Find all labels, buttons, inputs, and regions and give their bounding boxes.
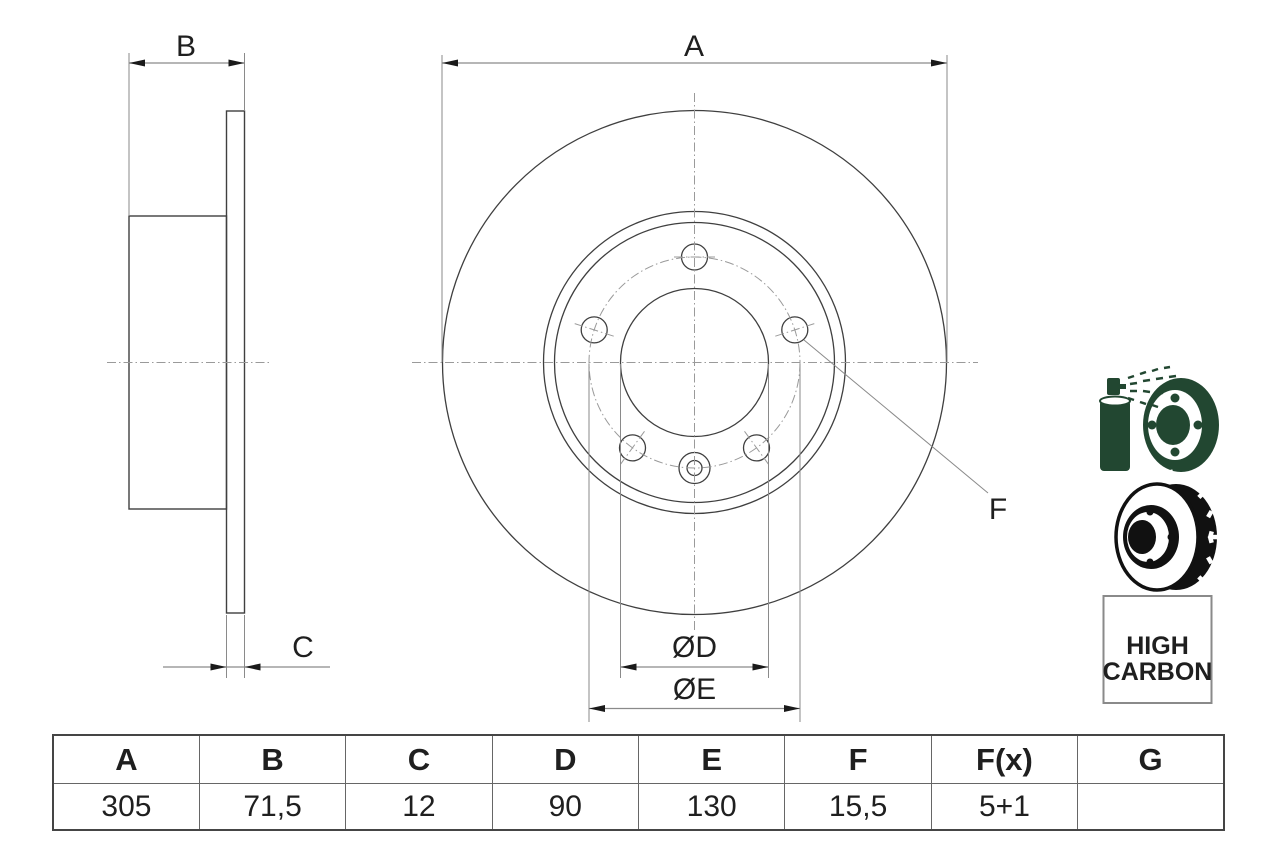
dim-f-label: F <box>989 493 1007 526</box>
spray-coated-disc-icon <box>1099 365 1219 472</box>
arrowhead <box>752 663 769 671</box>
dimension-d: ØD <box>620 364 769 678</box>
badge-line1: HIGH <box>1126 632 1189 660</box>
arrowhead <box>784 705 800 712</box>
spray-can-body <box>1100 400 1130 471</box>
dim-d-label: ØD <box>672 631 717 664</box>
vented-disc-icon <box>1114 469 1218 605</box>
bolt-hole-tick <box>744 431 770 465</box>
arrowhead <box>210 663 227 671</box>
table-header-b: B <box>198 734 347 784</box>
table-value-f: 15,5 <box>784 783 932 831</box>
arrowhead <box>228 59 245 67</box>
arrowhead <box>442 59 458 67</box>
table-header-g: G <box>1077 734 1225 784</box>
arrowhead <box>589 705 605 712</box>
table-value-a: 305 <box>52 783 200 831</box>
vented-bore <box>1128 520 1156 554</box>
vented-bolt-hole <box>1146 558 1154 566</box>
coated-disc-hole <box>1193 420 1203 430</box>
table-value-g <box>1077 783 1225 831</box>
bolt-hole-tick <box>574 323 614 337</box>
front-view-centerlines <box>412 93 978 630</box>
spray-can-nozzle <box>1120 384 1126 389</box>
bolt-hole-tick <box>619 431 645 465</box>
arrowhead <box>129 59 145 67</box>
table-header-a: A <box>52 734 200 784</box>
coated-disc-hub <box>1156 405 1190 445</box>
table-header-f: F <box>784 734 932 784</box>
dimension-e: ØE <box>588 364 801 722</box>
bolt-hole <box>618 434 647 462</box>
arrowhead <box>931 59 947 67</box>
bolt-hole-tick <box>775 323 815 337</box>
dimension-a: A <box>441 30 948 362</box>
badge-line2: CARBON <box>1103 658 1213 686</box>
high-carbon-badge: HIGH CARBON <box>1102 595 1213 704</box>
dimension-c: C <box>163 615 330 678</box>
table-value-fx: 5+1 <box>930 783 1079 831</box>
dimension-b: B <box>128 30 245 216</box>
table-value-b: 71,5 <box>198 783 347 831</box>
dim-a-label: A <box>684 30 704 63</box>
coated-disc-hole <box>1170 447 1180 457</box>
bolt-hole <box>580 316 608 344</box>
coated-disc-hole <box>1147 420 1157 430</box>
dim-c-label: C <box>292 631 314 664</box>
vented-bolt-hole <box>1167 533 1175 541</box>
dim-e-label: ØE <box>673 673 716 706</box>
spray-can-shoulder <box>1099 395 1131 407</box>
spray-mist <box>1127 365 1177 409</box>
table-value-e: 130 <box>637 783 786 831</box>
bolt-hole <box>742 434 771 462</box>
table-header-d: D <box>491 734 640 784</box>
spray-can-cap <box>1107 378 1120 395</box>
dimension-table: A B C D E F F(x) G 305 71,5 12 90 130 15… <box>52 734 1225 831</box>
vented-bolt-hole <box>1146 508 1154 516</box>
badge-frame <box>1102 595 1213 704</box>
table-header-fx: F(x) <box>930 734 1079 784</box>
arrowhead <box>620 663 637 671</box>
table-header-row: A B C D E F F(x) G <box>52 734 1225 784</box>
arrowhead <box>244 663 261 671</box>
dim-b-label: B <box>176 30 196 63</box>
table-value-d: 90 <box>491 783 640 831</box>
coated-disc-hole <box>1170 393 1180 403</box>
table-value-row: 305 71,5 12 90 130 15,5 5+1 <box>52 783 1225 831</box>
table-header-c: C <box>345 734 493 784</box>
table-header-e: E <box>637 734 786 784</box>
dimension-f: F <box>803 339 1007 526</box>
bolt-hole <box>781 316 809 344</box>
table-value-c: 12 <box>345 783 493 831</box>
